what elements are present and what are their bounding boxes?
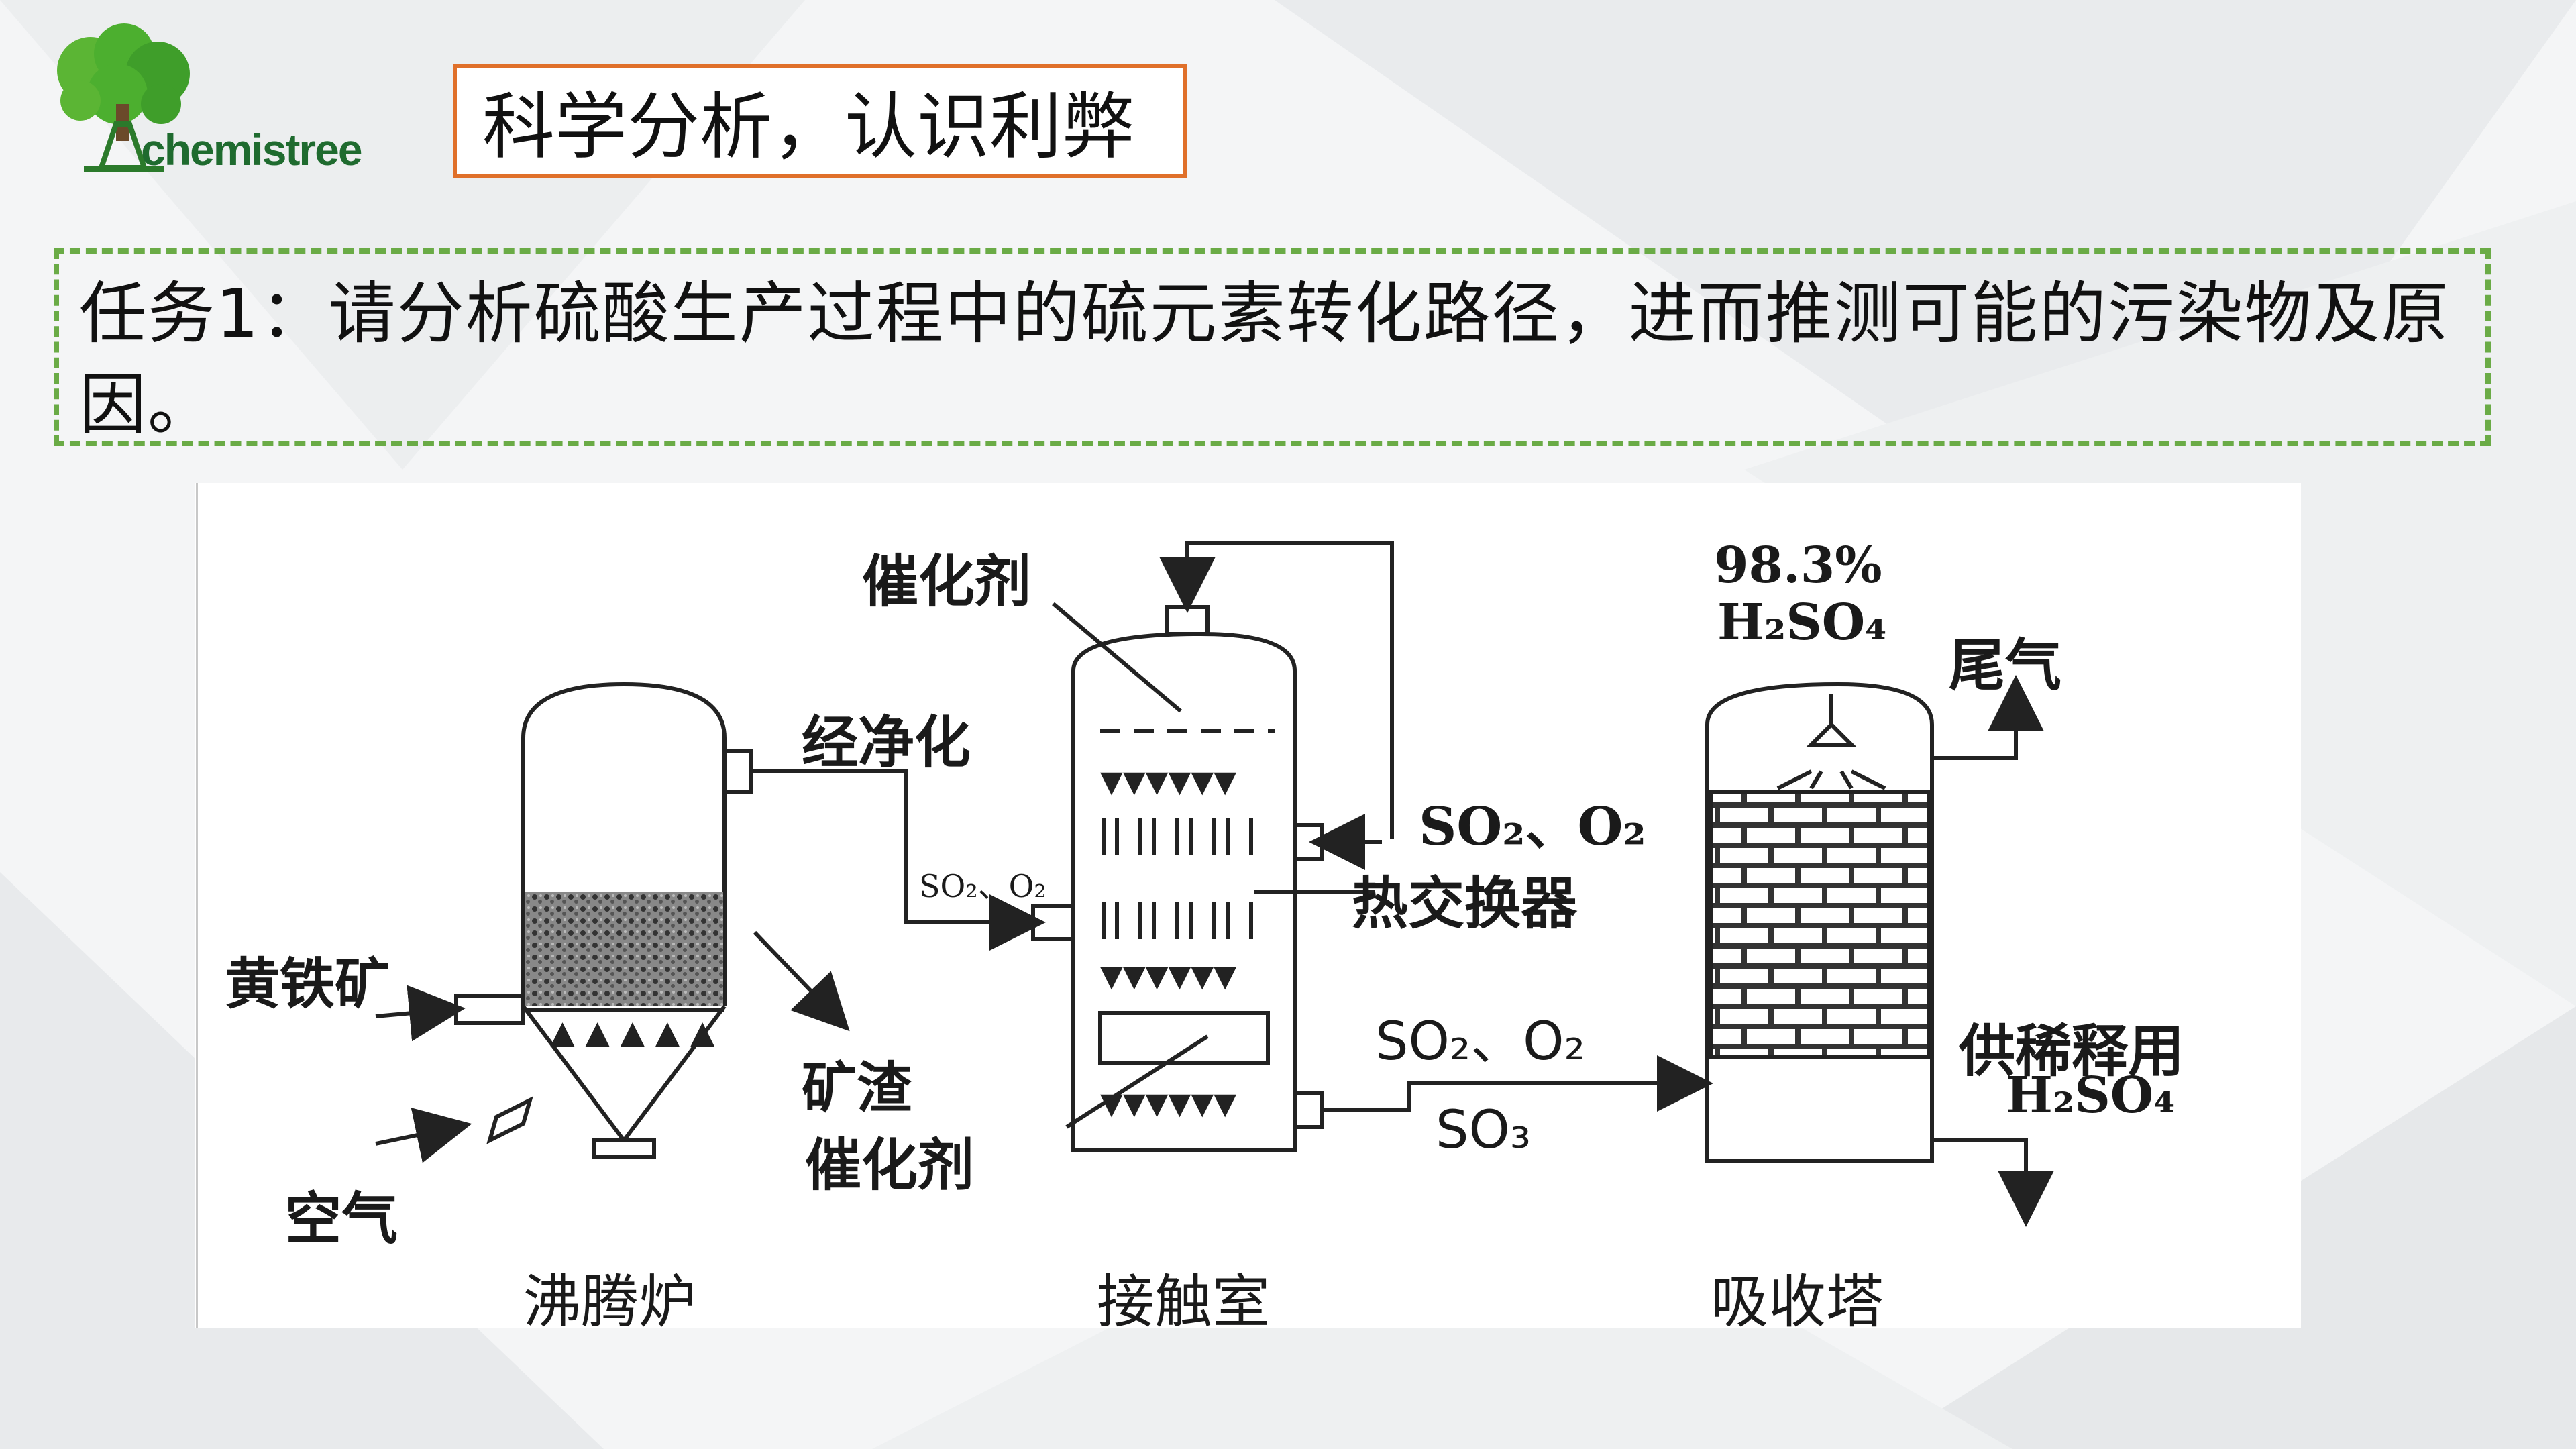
label-dilute-formula: H₂SO₄	[2006, 1067, 2176, 1124]
logo-text: chemistree	[141, 125, 363, 174]
caption-boiling-furnace: 沸腾炉	[523, 1269, 696, 1336]
task-description: 任务1：请分析硫酸生产过程中的硫元素转化路径，进而推测可能的污染物及原因。	[54, 248, 2491, 446]
svg-text:▲ ▲ ▲ ▲ ▲: ▲ ▲ ▲ ▲ ▲	[550, 1014, 715, 1051]
svg-text:▼▼▼▼▼▼: ▼▼▼▼▼▼	[1100, 1087, 1236, 1121]
label-so3: SO₃	[1436, 1100, 1532, 1161]
label-catalyst-bottom: 催化剂	[805, 1132, 975, 1198]
page-title: 科学分析，认识利弊	[453, 64, 1187, 178]
boiling-furnace	[454, 682, 798, 1159]
label-acid-concentration: 98.3%	[1714, 537, 1882, 594]
svg-text:▼▼▼▼▼▼: ▼▼▼▼▼▼	[1100, 765, 1236, 799]
caption-contact-chamber: 接触室	[1097, 1269, 1270, 1336]
label-so2-o2-flow: SO₂、O₂	[1375, 1012, 1585, 1072]
label-air: 空气	[285, 1185, 398, 1252]
label-purified: 经净化	[802, 709, 971, 775]
caption-absorption-tower: 吸收塔	[1711, 1269, 1884, 1336]
label-dilute-use: 供稀释用	[1959, 1018, 2185, 1084]
label-tail-gas: 尾气	[1949, 632, 2062, 698]
label-heat-exchanger: 热交换器	[1352, 870, 1578, 936]
label-pyrite: 黄铁矿	[225, 952, 390, 1016]
absorption-tower	[1705, 675, 2054, 1227]
label-so2-o2-inlet: SO₂、O₂	[919, 868, 1046, 904]
contact-chamber	[1031, 605, 1324, 1152]
label-catalyst-top: 催化剂	[862, 548, 1032, 614]
flow-arrows: ▲ ▲ ▲ ▲ ▲ ▼▼▼▼▼▼ ▼▼▼▼▼▼ ▼▼▼▼▼▼	[550, 765, 1236, 1121]
diagram-left-border	[196, 483, 198, 1328]
label-slag: 矿渣	[802, 1056, 912, 1120]
svg-text:▼▼▼▼▼▼: ▼▼▼▼▼▼	[1100, 959, 1236, 994]
label-so2-o2-exchanger: SO₂、O₂	[1419, 796, 1646, 857]
label-acid-formula: H₂SO₄	[1717, 594, 1887, 651]
tree-flask-icon	[57, 23, 190, 172]
